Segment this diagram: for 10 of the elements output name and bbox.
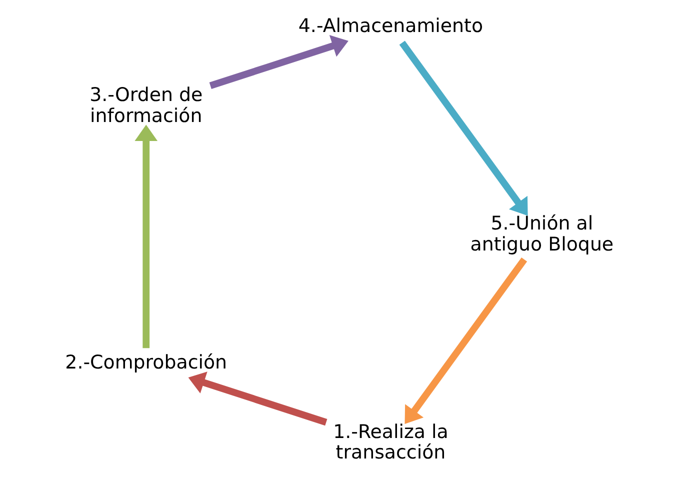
node-text: 4.-Almacenamiento: [298, 14, 484, 37]
arrow: [404, 257, 528, 424]
node-text: 5.-Unión al antiguo Bloque: [470, 212, 614, 256]
arrow: [134, 124, 158, 348]
node-text: 2.-Comprobación: [65, 352, 228, 374]
arrow: [399, 40, 528, 216]
node-text: 1.-Realiza la transacción: [333, 420, 448, 464]
arrow: [209, 35, 348, 89]
arrow: [188, 372, 328, 426]
node-text: 3.-Orden de información: [90, 84, 203, 127]
